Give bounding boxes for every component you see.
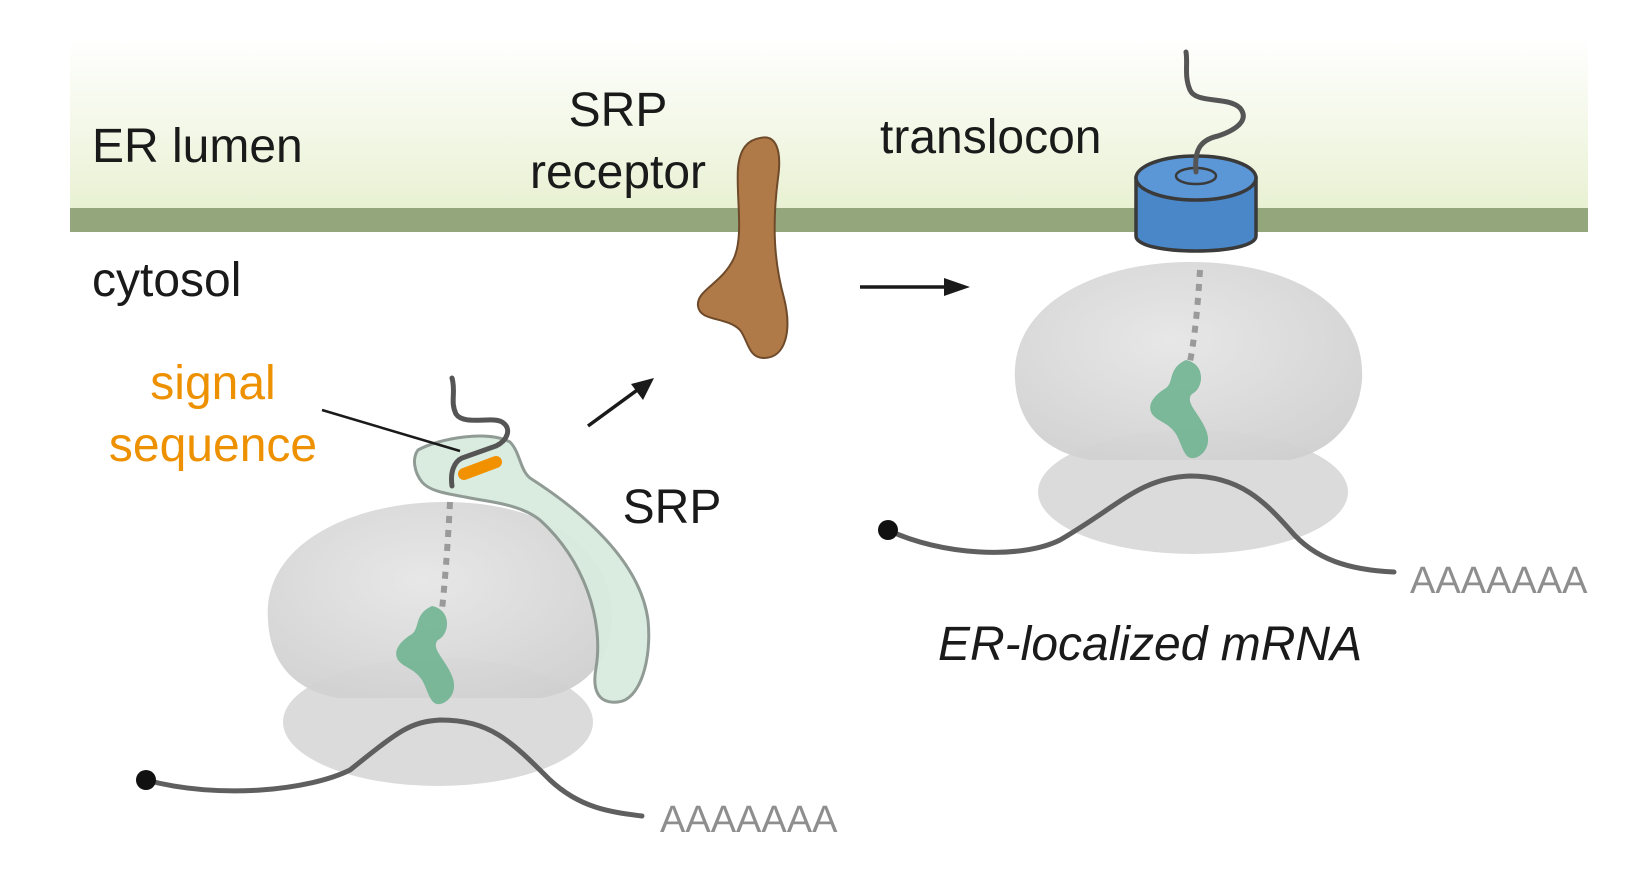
right-mrna-strand: [885, 473, 1397, 575]
srp-particle: [413, 434, 651, 704]
er-lumen-region: [70, 38, 1588, 208]
left-mrna-strand: [143, 717, 645, 819]
left-emerging-peptide: [449, 375, 511, 489]
signal-pointer-line: [321, 408, 461, 453]
left-nascent-chain: [396, 606, 455, 705]
right-polya-label: AAAAAAA: [1410, 560, 1588, 602]
er-lumen-label: ER lumen: [92, 120, 303, 173]
right-small-subunit: [1038, 430, 1348, 554]
right-nascent-chain: [1150, 360, 1209, 459]
er-localized-mrna-label: ER-localized mRNA: [938, 618, 1362, 671]
arrow-to-receptor: [586, 378, 654, 428]
right-ribosome-complex: [878, 49, 1397, 575]
left-ribosome-complex: [136, 375, 651, 819]
srp-receptor-shape: [696, 136, 789, 360]
srp-label: SRP: [623, 481, 722, 534]
srp-receptor-label-line2: receptor: [530, 146, 706, 199]
right-mrna-5prime-cap: [878, 520, 898, 540]
translocon-label: translocon: [880, 111, 1101, 164]
left-mrna-5prime-cap: [136, 770, 156, 790]
right-tunnel-peptide: [1187, 269, 1203, 363]
signal-sequence-segment: [458, 456, 502, 480]
signal-label-line2: sequence: [109, 419, 317, 472]
left-large-subunit: [267, 502, 613, 698]
arrow-to-translocon: [860, 278, 970, 296]
signal-label-line1: signal: [150, 357, 275, 410]
cytosol-label: cytosol: [92, 254, 241, 307]
right-translocated-peptide: [1183, 49, 1246, 175]
er-membrane: [70, 208, 1588, 232]
left-polya-label: AAAAAAA: [660, 799, 838, 841]
srp-receptor-label-line1: SRP: [569, 84, 668, 137]
